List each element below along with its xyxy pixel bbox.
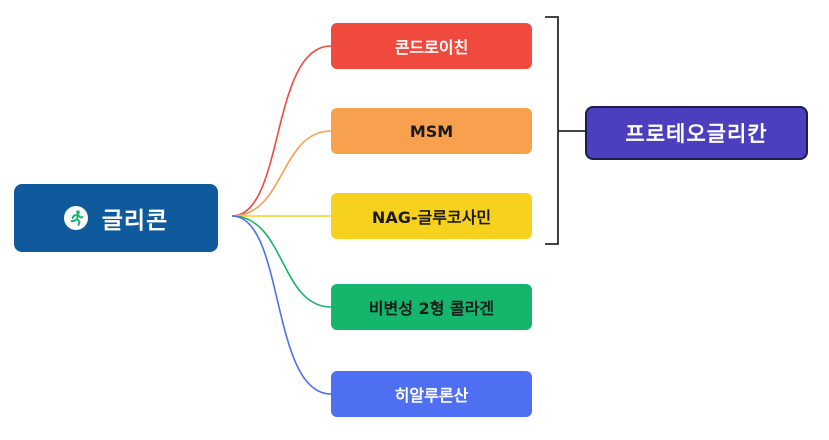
summary-label: 프로테오글리칸 [625, 122, 768, 146]
summary-node[interactable]: 프로테오글리칸 [585, 106, 808, 160]
branch-node-chondroitin[interactable]: 콘드로이친 [331, 23, 532, 69]
branch-label: NAG-글루코사민 [371, 208, 492, 227]
root-label: 글리콘 [101, 208, 169, 234]
branch-label: 비변성 2형 콜라겐 [368, 299, 495, 318]
branch-label: 히알루론산 [394, 386, 469, 405]
branch-node-hyaluronic-acid[interactable]: 히알루론산 [331, 371, 532, 417]
branch-label: 콘드로이친 [394, 38, 469, 57]
branch-label: MSM [409, 121, 454, 141]
branch-node-nag-glucosamine[interactable]: NAG-글루코사민 [331, 193, 532, 239]
summary-bracket [545, 16, 585, 245]
connector-line-1 [231, 45, 332, 217]
branch-node-undenatured-collagen[interactable]: 비변성 2형 콜라겐 [331, 284, 532, 330]
branch-node-msm[interactable]: MSM [331, 108, 532, 154]
connector-line-5 [231, 215, 332, 395]
connector-line-4 [231, 215, 332, 308]
running-person-icon [63, 206, 88, 230]
root-node[interactable]: 글리콘 [14, 184, 218, 252]
connector-line-2 [231, 130, 332, 217]
